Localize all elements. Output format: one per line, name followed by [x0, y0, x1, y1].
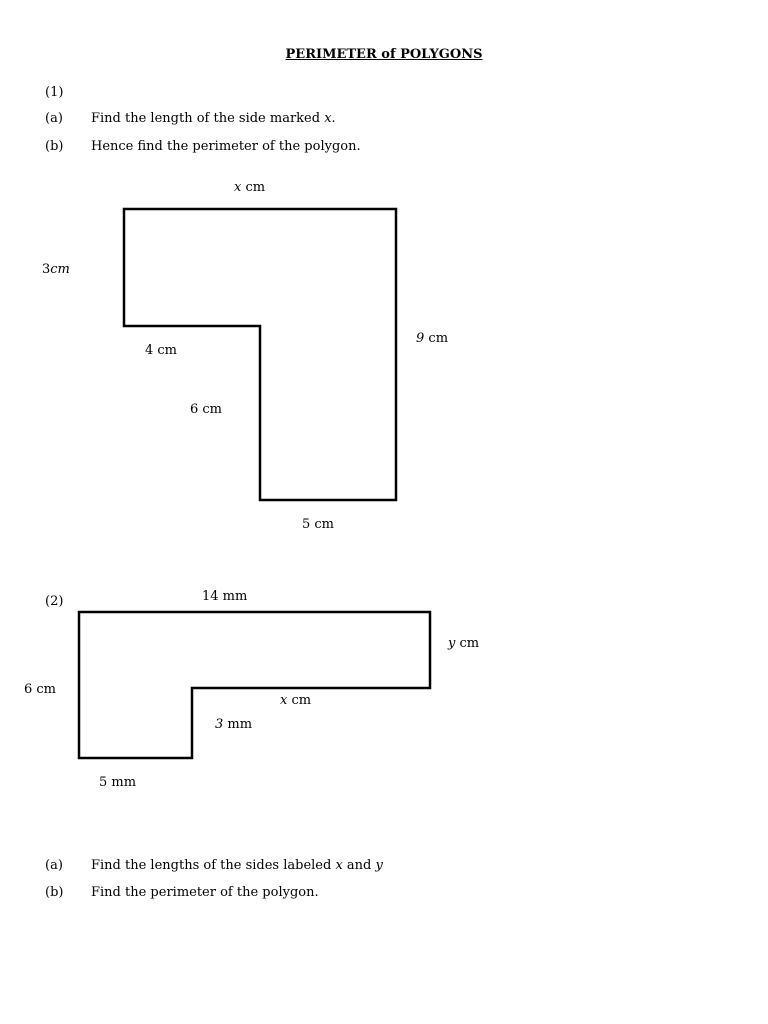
q1-part-a-text-before: Find the length of the side marked [91, 111, 325, 126]
q1-dim-left: 3cm [42, 262, 70, 277]
page-title: PERIMETER of POLYGONS [285, 47, 483, 62]
polygon-2-shape [77, 610, 432, 760]
q2-dim-inner-vertical-num: 3 [215, 717, 224, 732]
q1-dim-right-num: 9 [416, 331, 425, 346]
q1-dim-left-num: 3 [42, 262, 51, 277]
q1-part-b-text: Hence find the perimeter of the polygon. [91, 139, 361, 154]
q1-part-b-label: (b) [45, 139, 64, 154]
q2-part-a-var1: x [335, 858, 343, 873]
q1-dim-right: 9 cm [416, 331, 448, 346]
q1-dim-top: x cm [234, 180, 265, 195]
q1-part-a-text: Find the length of the side marked x. [91, 111, 336, 126]
q2-part-b-text: Find the perimeter of the polygon. [91, 885, 319, 900]
q2-dim-inner-horizontal: x cm [280, 693, 311, 708]
question-1-number: (1) [45, 85, 64, 100]
q2-dim-inner-vertical: 3 mm [215, 717, 252, 732]
q2-dim-right-var: y [448, 636, 456, 651]
question-2-number: (2) [45, 594, 64, 609]
q2-part-a-var2: y [375, 858, 383, 873]
q1-dim-top-unit: cm [241, 180, 266, 195]
q2-part-a-text: Find the lengths of the sides labeled x … [91, 858, 383, 873]
q1-dim-top-var: x [234, 180, 242, 195]
q2-part-a-mid: and [342, 858, 376, 873]
q1-dim-inner-horizontal: 4 cm [145, 343, 178, 358]
q1-part-a-var: x [324, 111, 332, 126]
q2-dim-bottom: 5 mm [99, 775, 137, 790]
q1-dim-inner-vertical: 6 cm [190, 402, 223, 417]
q2-dim-top: 14 mm [202, 589, 248, 604]
q2-dim-right: y cm [448, 636, 479, 651]
q1-dim-left-unit: cm [50, 262, 70, 277]
q2-part-b-label: (b) [45, 885, 64, 900]
polygon-1-shape [122, 207, 398, 502]
q2-dim-inner-vertical-unit: mm [223, 717, 253, 732]
q1-dim-bottom: 5 cm [302, 517, 335, 532]
q2-part-a-text-before: Find the lengths of the sides labeled [91, 858, 336, 873]
q1-part-a-text-after: . [331, 111, 336, 126]
q1-dim-right-unit: cm [424, 331, 449, 346]
q2-dim-inner-horizontal-unit: cm [287, 693, 312, 708]
q2-part-a-label: (a) [45, 858, 63, 873]
q2-dim-inner-horizontal-var: x [280, 693, 288, 708]
q1-part-a-label: (a) [45, 111, 63, 126]
q2-dim-left: 6 cm [24, 682, 57, 697]
q2-dim-right-unit: cm [455, 636, 480, 651]
